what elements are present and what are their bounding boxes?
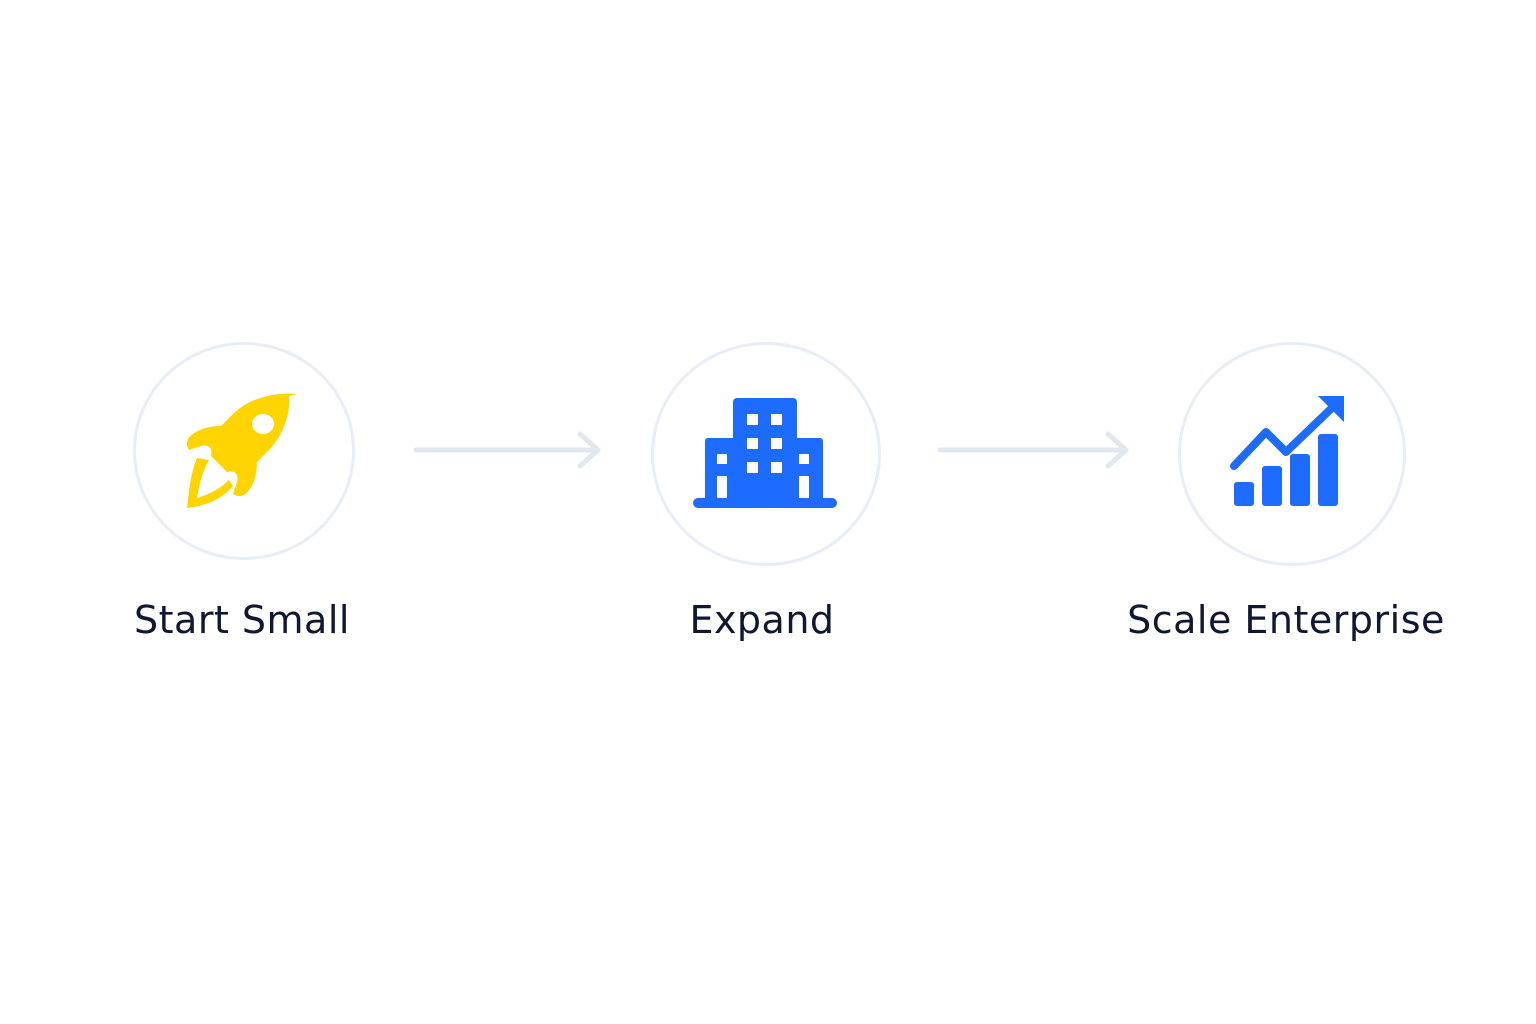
building-icon bbox=[693, 398, 837, 508]
arrow-right-icon bbox=[413, 431, 601, 469]
step-label: Scale Enterprise bbox=[1127, 598, 1445, 642]
step-label: Expand bbox=[689, 598, 835, 642]
arrow-right-icon bbox=[937, 431, 1129, 469]
rocket-icon bbox=[186, 393, 297, 508]
step-icon-circle bbox=[651, 342, 881, 566]
step-start-small: Start Small bbox=[76, 340, 416, 642]
growth-chart-icon bbox=[1230, 396, 1344, 506]
step-icon-circle bbox=[133, 342, 355, 560]
step-scale-enterprise: Scale Enterprise bbox=[1122, 340, 1462, 642]
step-icon-circle bbox=[1178, 342, 1406, 566]
step-expand: Expand bbox=[596, 340, 936, 642]
step-label: Start Small bbox=[134, 598, 350, 642]
